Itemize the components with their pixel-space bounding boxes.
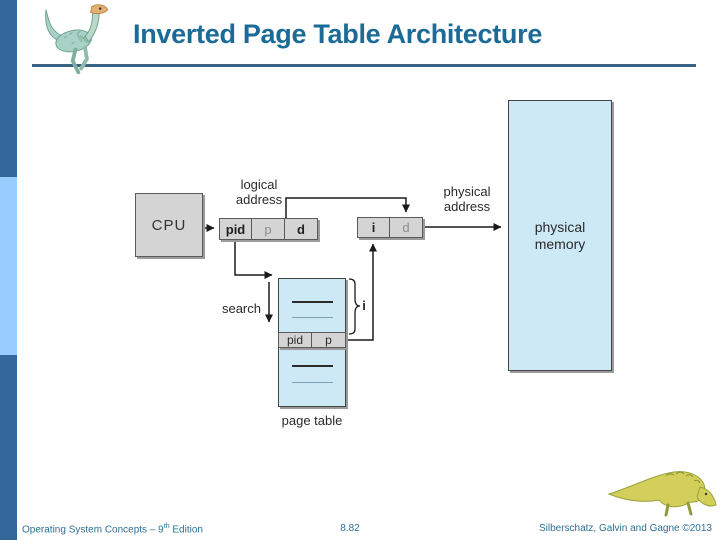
page-table-caption: page table: [281, 413, 343, 428]
arrow-d-to-frame-d: [285, 197, 410, 218]
physical-address-label: physical address: [443, 184, 491, 214]
cpu-box: CPU: [135, 193, 203, 257]
sidebar-stripe-bottom: [0, 355, 17, 540]
sidebar-stripe-middle: [0, 177, 17, 355]
entry-cell-pid: pid: [278, 332, 312, 348]
page-table-entry-line: [292, 301, 333, 303]
cpu-label: CPU: [151, 216, 187, 234]
title-underline: [32, 64, 696, 67]
logical-cell-p: p: [252, 218, 285, 240]
page-table-entry-line: [292, 382, 333, 383]
entry-cell-p: p: [312, 332, 346, 348]
footer-edition-sup: th: [163, 523, 170, 530]
page-table-entry-line: [292, 365, 333, 367]
footer-book-title: Operating System Concepts – 9th Edition: [22, 523, 203, 535]
frame-cell-i: i: [357, 217, 390, 238]
dinosaur-logo-icon: [45, 4, 109, 75]
slide-title: Inverted Page Table Architecture: [133, 19, 543, 49]
frame-cell-d: d: [390, 217, 423, 238]
logical-address-row: pid p d: [219, 218, 318, 240]
footer-book-prefix: Operating System Concepts – 9: [22, 524, 164, 536]
search-label: search: [221, 301, 261, 316]
dinosaur-footer-icon: [608, 471, 717, 517]
logical-address-label: logical address: [235, 177, 283, 207]
logical-cell-pid: pid: [219, 218, 252, 240]
slide-number: 8.82: [340, 523, 360, 534]
index-i-label: i: [362, 298, 366, 313]
page-table-entry-line: [292, 317, 333, 318]
physical-memory-box: physical memory: [508, 100, 612, 371]
arrow-pid-to-page-table: [234, 240, 273, 279]
sidebar-stripe-top: [0, 0, 17, 177]
footer-credit: Silberschatz, Galvin and Gagne ©2013: [538, 523, 712, 534]
page-table-match-row: pid p: [278, 332, 346, 348]
footer-edition-rest: Edition: [169, 524, 203, 536]
frame-number-row: i d: [357, 217, 423, 238]
logical-cell-d: d: [285, 218, 318, 240]
physical-memory-label: physical memory: [534, 218, 586, 252]
arrow-entry-to-i: [346, 243, 377, 341]
